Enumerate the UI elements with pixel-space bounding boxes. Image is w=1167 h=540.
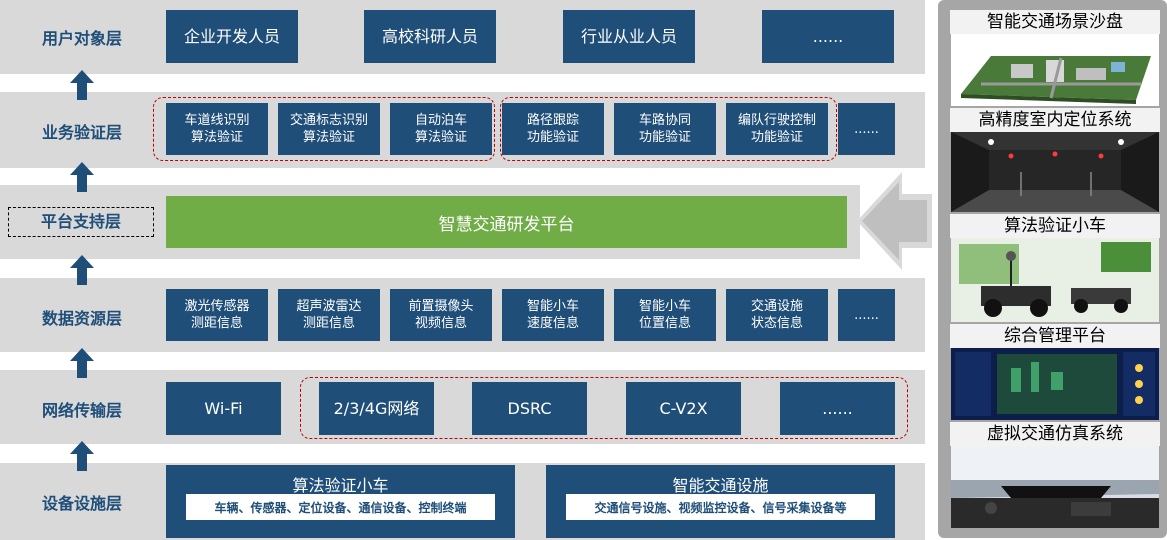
layer-label-platform: 平台支持层 [8, 207, 154, 237]
up-arrow-icon [70, 255, 94, 285]
simulation-system-image [951, 446, 1159, 528]
data-item: ...... [838, 289, 895, 341]
data-item: 智能小车 速度信息 [502, 289, 604, 341]
sandbox-image [951, 34, 1159, 106]
system-title: 算法验证小车 [950, 214, 1160, 238]
network-item: C-V2X [626, 382, 741, 435]
layer-label-data: 数据资源层 [41, 309, 122, 328]
indoor-positioning-image [951, 132, 1159, 212]
business-item: 路径跟踪 功能验证 [502, 103, 604, 155]
dashed-group [153, 97, 495, 161]
business-item: 车道线识别 算法验证 [166, 103, 268, 155]
data-item: 交通设施 状态信息 [726, 289, 828, 341]
business-item: 编队行驶控制 功能验证 [726, 103, 828, 155]
device-group-title: 算法验证小车 [292, 476, 389, 495]
platform-bar: 智慧交通研发平台 [166, 196, 847, 248]
device-group-sub: 车辆、传感器、定位设备、通信设备、控制终端 [186, 494, 495, 520]
network-item: 2/3/4G网络 [319, 382, 434, 435]
system-title: 高精度室内定位系统 [950, 108, 1160, 132]
layer-label-network: 网络传输层 [41, 401, 122, 420]
dashed-group [500, 97, 837, 161]
verification-car-image [951, 238, 1159, 322]
user-item: 行业从业人员 [563, 10, 695, 63]
network-item: ...... [780, 382, 895, 435]
system-title: 智能交通场景沙盘 [950, 10, 1160, 34]
user-item: 企业开发人员 [166, 10, 298, 63]
band-network [0, 370, 925, 444]
management-platform-image [951, 348, 1159, 420]
business-item: ...... [838, 103, 895, 155]
user-item: ...... [762, 10, 894, 63]
left-arrow-icon [857, 172, 932, 270]
system-title: 综合管理平台 [950, 324, 1160, 348]
up-arrow-icon [70, 348, 94, 378]
layer-label-user: 用户对象层 [41, 29, 122, 48]
data-item: 智能小车 位置信息 [614, 289, 716, 341]
up-arrow-icon [70, 70, 94, 100]
system-title: 虚拟交通仿真系统 [950, 422, 1160, 446]
network-item: DSRC [472, 382, 587, 435]
data-item: 激光传感器 测距信息 [166, 289, 268, 341]
data-item: 超声波雷达 测距信息 [278, 289, 380, 341]
business-item: 自动泊车 算法验证 [390, 103, 492, 155]
user-item: 高校科研人员 [364, 10, 496, 63]
business-item: 车路协同 功能验证 [614, 103, 716, 155]
up-arrow-icon [70, 441, 94, 471]
dashed-group [300, 377, 908, 439]
device-group-sub: 交通信号设施、视频监控设备、信号采集设备等 [566, 494, 875, 520]
device-group-title: 智能交通设施 [672, 476, 769, 495]
layer-label-business: 业务验证层 [41, 123, 122, 142]
up-arrow-icon [70, 162, 94, 192]
layer-label-device: 设备设施层 [41, 494, 122, 513]
network-item: Wi-Fi [166, 382, 281, 435]
business-item: 交通标志识别 算法验证 [278, 103, 380, 155]
data-item: 前置摄像头 视频信息 [390, 289, 492, 341]
